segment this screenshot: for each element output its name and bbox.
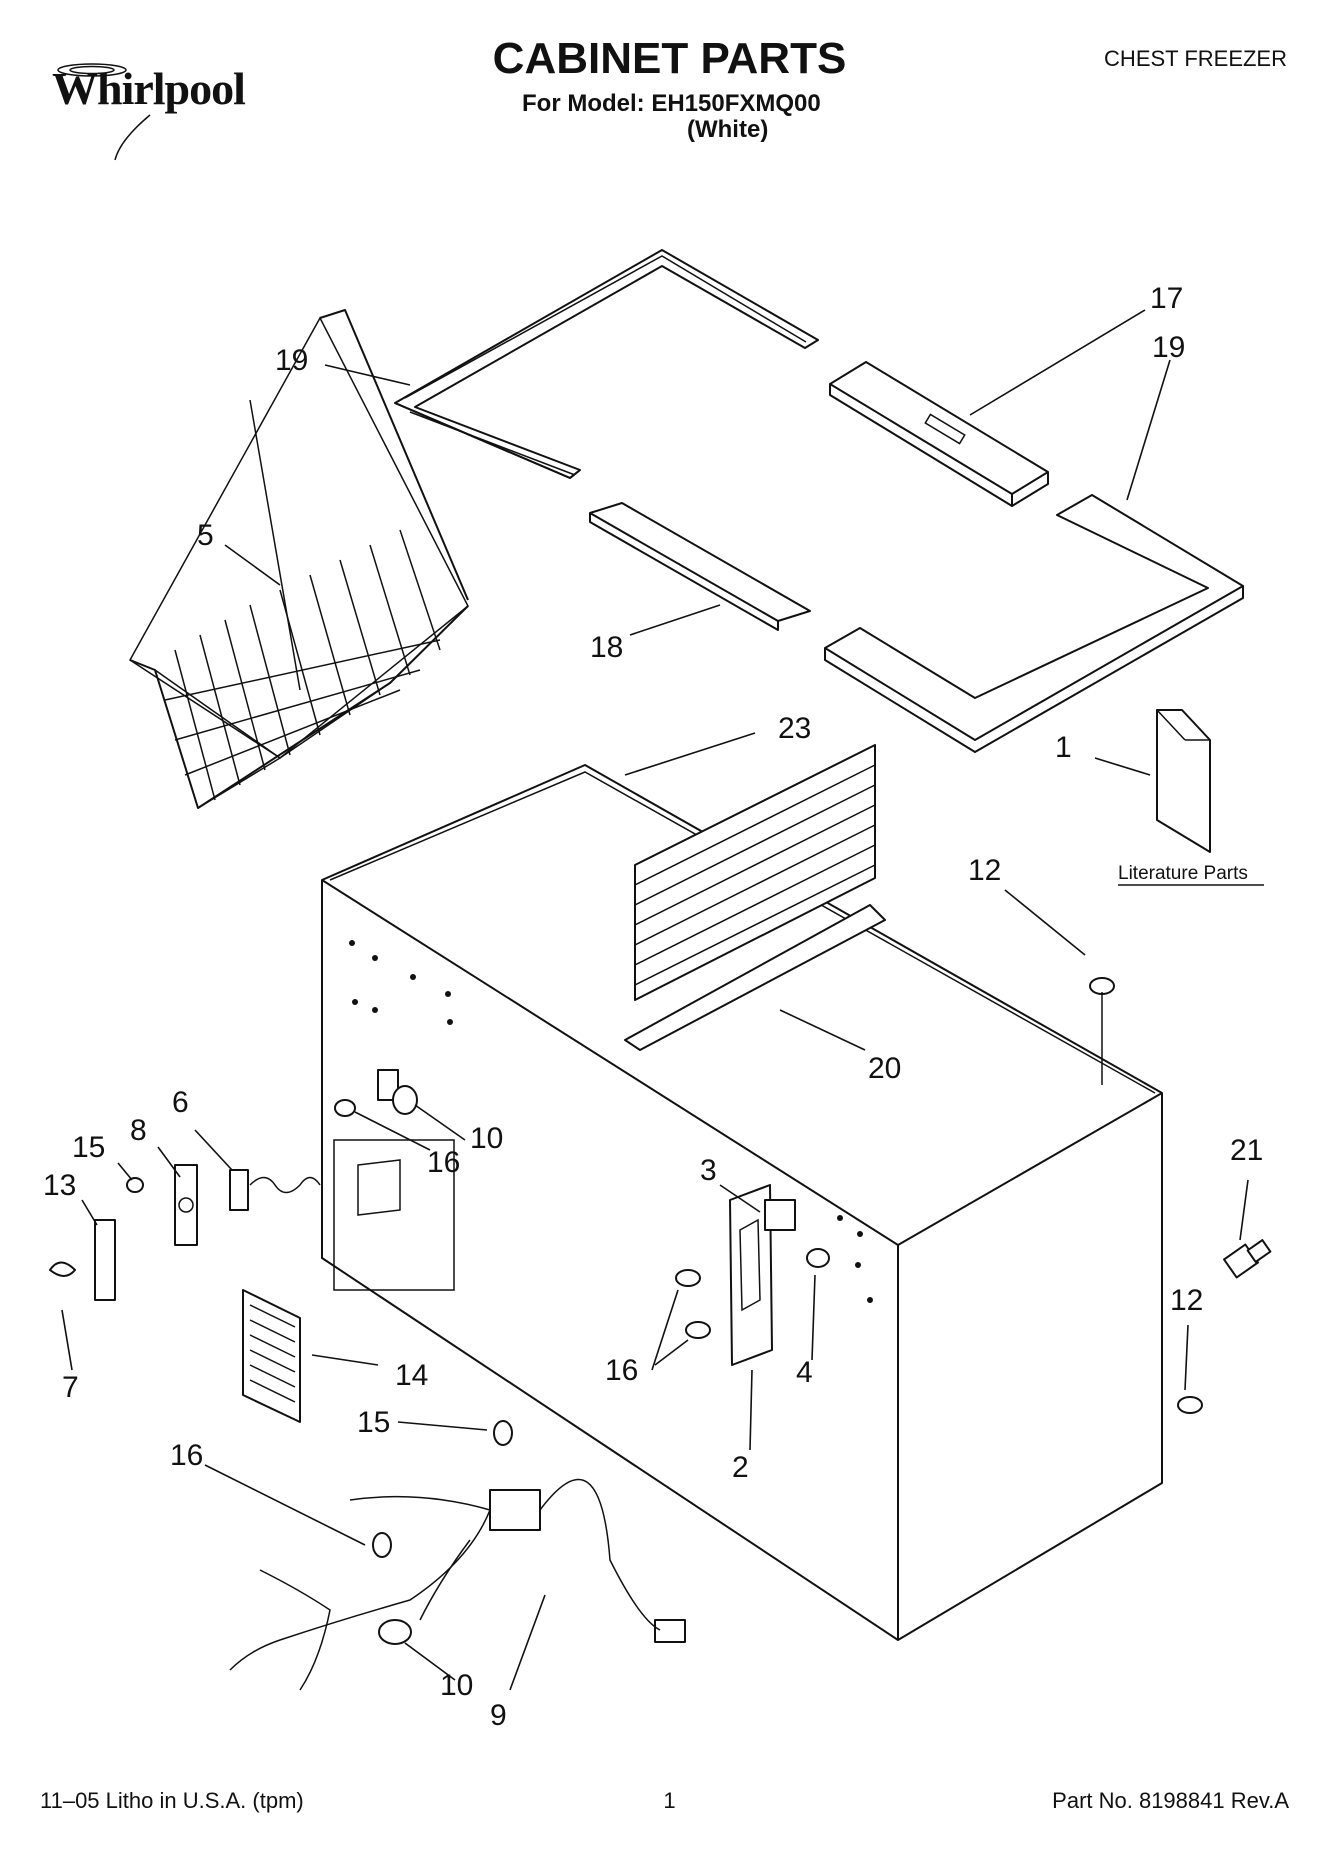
plug-12-top — [1089, 977, 1115, 1085]
plug-12-bottom — [1177, 1396, 1203, 1414]
footer-part-number: Part No. 8198841 Rev.A — [1052, 1788, 1289, 1813]
product-type: CHEST FREEZER — [1104, 46, 1287, 71]
callout-20: 20 — [868, 1052, 901, 1085]
callout-10-upper: 10 — [470, 1122, 503, 1155]
callout-8: 8 — [130, 1114, 147, 1147]
leader-lines — [61, 309, 1249, 1691]
callout-2: 2 — [732, 1451, 749, 1484]
callout-15-left: 15 — [72, 1131, 105, 1164]
model-color: (White) — [687, 116, 769, 143]
breaker-strip-17 — [829, 361, 1049, 507]
callout-18: 18 — [590, 631, 623, 664]
hinge-assembly — [675, 1184, 830, 1366]
fitting-21 — [1223, 1239, 1272, 1279]
literature-booklet — [1156, 709, 1211, 853]
callout-23: 23 — [778, 712, 811, 745]
callout-12-top: 12 — [968, 854, 1001, 887]
callout-9: 9 — [490, 1699, 507, 1732]
callout-10-lower: 10 — [440, 1669, 473, 1702]
grille-14 — [242, 1289, 301, 1423]
callout-19-left: 19 — [275, 344, 308, 377]
gasket-frame-left — [394, 249, 819, 479]
literature-parts-label: Literature Parts — [1118, 863, 1248, 884]
divider-20 — [624, 744, 886, 1051]
whirlpool-logo: Whirlpool — [52, 62, 246, 115]
callout-1: 1 — [1055, 731, 1072, 764]
callout-17: 17 — [1150, 282, 1183, 315]
callout-6: 6 — [172, 1086, 189, 1119]
clamp-10-upper — [334, 1069, 418, 1117]
gasket-frame-right — [824, 494, 1244, 753]
callout-5: 5 — [197, 519, 214, 552]
cabinet-23 — [321, 764, 1163, 1641]
callout-16-middle: 16 — [605, 1354, 638, 1387]
footer-print-info: 11–05 Litho in U.S.A. (tpm) — [40, 1788, 304, 1813]
callout-3: 3 — [700, 1154, 717, 1187]
wiring-harness — [229, 1420, 686, 1691]
callout-16-harness: 16 — [170, 1439, 203, 1472]
callout-14: 14 — [395, 1359, 428, 1392]
logo-swirl-icon — [57, 63, 151, 161]
callout-13: 13 — [43, 1169, 76, 1202]
wire-basket — [129, 309, 469, 809]
callout-19-right: 19 — [1152, 331, 1185, 364]
callout-12-bottom: 12 — [1170, 1284, 1203, 1317]
thermostat-parts — [49, 1164, 321, 1301]
callout-15-harness: 15 — [357, 1406, 390, 1439]
callout-4: 4 — [796, 1356, 813, 1389]
callout-labels: 19 17 19 5 18 23 1 Literature Parts 12 2… — [43, 282, 1263, 1732]
callout-7: 7 — [62, 1371, 79, 1404]
breaker-strip-18 — [589, 502, 811, 631]
callout-16-upper: 16 — [427, 1146, 460, 1179]
footer-page-number: 1 — [663, 1788, 676, 1813]
model-number: For Model: EH150FXMQ00 — [522, 90, 821, 117]
page-title: CABINET PARTS — [492, 34, 847, 83]
brand-name: Whirlpool — [52, 63, 246, 114]
callout-21: 21 — [1230, 1134, 1263, 1167]
